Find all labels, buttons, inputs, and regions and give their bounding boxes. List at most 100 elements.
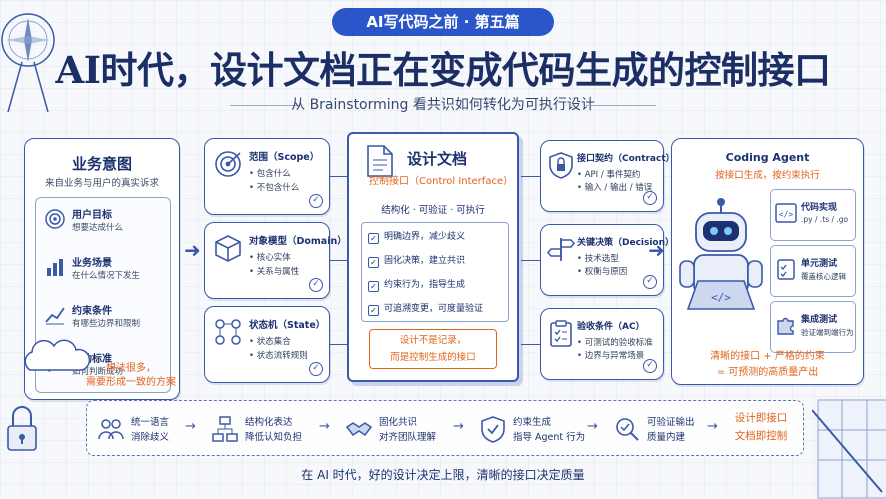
intent-item-title: 约束条件 (72, 306, 112, 317)
card-title: 状态机（State） (249, 320, 326, 331)
cloud-note-line: 需要形成一致的方案 (86, 377, 176, 388)
intent-item-desc: 有哪些边界和限制 (72, 319, 141, 329)
series-badge: AI写代码之前 · 第五篇 (332, 8, 554, 36)
check-icon: ✓ (643, 191, 657, 205)
document-icon (367, 145, 393, 177)
flowchart-icon (212, 416, 238, 442)
intent-item-desc: 想要达成什么 (72, 223, 124, 233)
page-title: AI时代，设计文档正在变成代码生成的控制接口 (55, 48, 831, 92)
intent-item-desc: 在什么情况下发生 (72, 271, 141, 281)
card-bullet: • 技术选型 (577, 254, 619, 264)
check-icon: ✓ (309, 194, 323, 208)
step-desc: 消除歧义 (131, 432, 170, 443)
clipboard-icon (550, 320, 572, 347)
intent-item: 约束条件 有哪些边界和限制 (40, 298, 168, 338)
code-icon: </> (775, 203, 797, 223)
check-icon: ✓ (643, 359, 657, 373)
handshake-icon (345, 422, 373, 437)
footer-tagline: 在 AI 时代，好的设计决定上限，清晰的接口决定质量 (301, 468, 585, 482)
step-desc: 降低认知负担 (245, 432, 303, 443)
card-bullet: • 权衡与原因 (577, 267, 628, 277)
contract-card: 接口契约（Contract） • API / 事件契约 • 输入 / 输出 / … (540, 140, 675, 212)
svg-text:</>: </> (711, 291, 731, 304)
check-icon: ✓ (309, 278, 323, 292)
cloud-note-line: 想法很多， (106, 363, 156, 374)
doc-check-item: ✓固化决策，建立共识 (368, 253, 465, 268)
connector (521, 260, 540, 262)
arrow-right-icon: ➜ (184, 238, 201, 262)
agent-item-title: 集成测试 (801, 315, 838, 325)
connector (521, 344, 540, 346)
agent-footer-line: = 可预测的高质量产出 (716, 367, 819, 378)
robot-icon: </> (679, 198, 763, 310)
checkbox-icon: ✓ (368, 305, 379, 316)
coding-agent-card: Coding Agent 按接口生成，按约束执行 </> </> 代码实现 .p… (671, 138, 864, 385)
compass-icon (1, 13, 55, 113)
doc-check-item: ✓可追溯变更，可度量验证 (368, 301, 483, 316)
card-bullet: • 边界与异常场景 (577, 351, 645, 361)
intent-subtitle: 来自业务与用户的真实诉求 (44, 178, 159, 189)
strip-highlight: 设计即接口 文档即控制 (723, 409, 799, 445)
step-title: 统一语言 (131, 417, 170, 428)
connector (330, 344, 347, 346)
arrow-right-icon: → (587, 419, 598, 434)
subtitle-block: 从 Brainstorming 看共识如何转化为可执行设计 (230, 94, 656, 116)
verify-icon (616, 418, 639, 441)
blueprint-decoration (812, 399, 886, 499)
doc-check-item: ✓约束行为，指导生成 (368, 277, 465, 292)
card-title: 接口契约（Contract） (577, 154, 675, 164)
agent-item-desc: 验证端到端行为 (801, 328, 854, 337)
state-machine-icon (215, 319, 241, 345)
arrow-right-icon: → (185, 419, 196, 434)
doc-checklist: ✓明确边界，减少歧义 ✓固化决策，建立共识 ✓约束行为，指导生成 ✓可追溯变更，… (361, 222, 509, 322)
card-bullet: • API / 事件契约 (577, 170, 641, 180)
doc-tags: 结构化 · 可验证 · 可执行 (381, 205, 485, 216)
card-bullet: • 关系与属性 (249, 267, 300, 277)
intent-item: 业务场景 在什么情况下发生 (40, 250, 168, 290)
intent-item-title: 成功标准 (72, 354, 112, 365)
cloud-note: 想法很多， 需要形成一致的方案 (76, 362, 186, 390)
card-bullet: • 核心实体 (249, 253, 291, 263)
card-bullet: • 状态集合 (249, 337, 291, 347)
thought-cloud-icon (24, 339, 91, 371)
card-bullet: • 不包含什么 (249, 183, 300, 193)
intent-item-desc: 如何判断成功 (72, 367, 124, 377)
subtitle-rule-right (586, 105, 656, 106)
intent-item-title: 用户目标 (72, 210, 112, 221)
state-card: 状态机（State） • 状态集合 • 状态流转规则 ✓ (204, 306, 330, 383)
shield-check-icon (481, 416, 505, 443)
doc-subtitle: 控制接口（Control Interface） (369, 176, 514, 187)
strip-highlight-line: 设计即接口 (734, 412, 788, 424)
card-title: 关键决策（Decision） (577, 238, 675, 248)
arrow-right-icon: → (319, 419, 330, 434)
card-bullet: • 状态流转规则 (249, 351, 308, 361)
card-title: 范围（Scope） (249, 152, 320, 163)
design-doc-card: 设计文档 控制接口（Control Interface） 结构化 · 可验证 ·… (347, 132, 519, 382)
acceptance-card: 验收条件（AC） • 可测试的验收标准 • 边界与异常场景 ✓ (540, 308, 664, 380)
svg-text:</>: </> (779, 210, 794, 219)
checklist-icon (777, 259, 795, 280)
doc-title: 设计文档 (407, 150, 468, 168)
card-bullet: • 可测试的验收标准 (577, 338, 653, 348)
step-title: 结构化表达 (245, 417, 293, 428)
agent-output-code: </> 代码实现 .py / .ts / .go (770, 189, 856, 241)
padlock-icon (7, 406, 37, 451)
puzzle-icon (777, 317, 794, 335)
doc-note-line: 而是控制生成的接口 (390, 352, 476, 363)
connector (521, 176, 540, 178)
cube-icon (215, 235, 241, 262)
arrow-right-icon: → (707, 419, 718, 434)
connector (330, 176, 347, 178)
card-title: 对象模型（Domain） (249, 236, 347, 247)
target-icon (45, 209, 65, 229)
agent-item-desc: .py / .ts / .go (801, 215, 849, 224)
agent-item-title: 代码实现 (801, 203, 838, 213)
decision-card: 关键决策（Decision） • 技术选型 • 权衡与原因 ✓ (540, 224, 674, 296)
step-title: 固化共识 (379, 417, 418, 428)
card-title: 验收条件（AC） (577, 322, 645, 332)
target-icon (215, 151, 241, 177)
bar-chart-icon (47, 259, 63, 276)
card-bullet: • 输入 / 输出 / 错误 (577, 183, 653, 193)
doc-note-line: 设计不是记录， (399, 335, 467, 346)
signpost-icon (547, 238, 575, 261)
